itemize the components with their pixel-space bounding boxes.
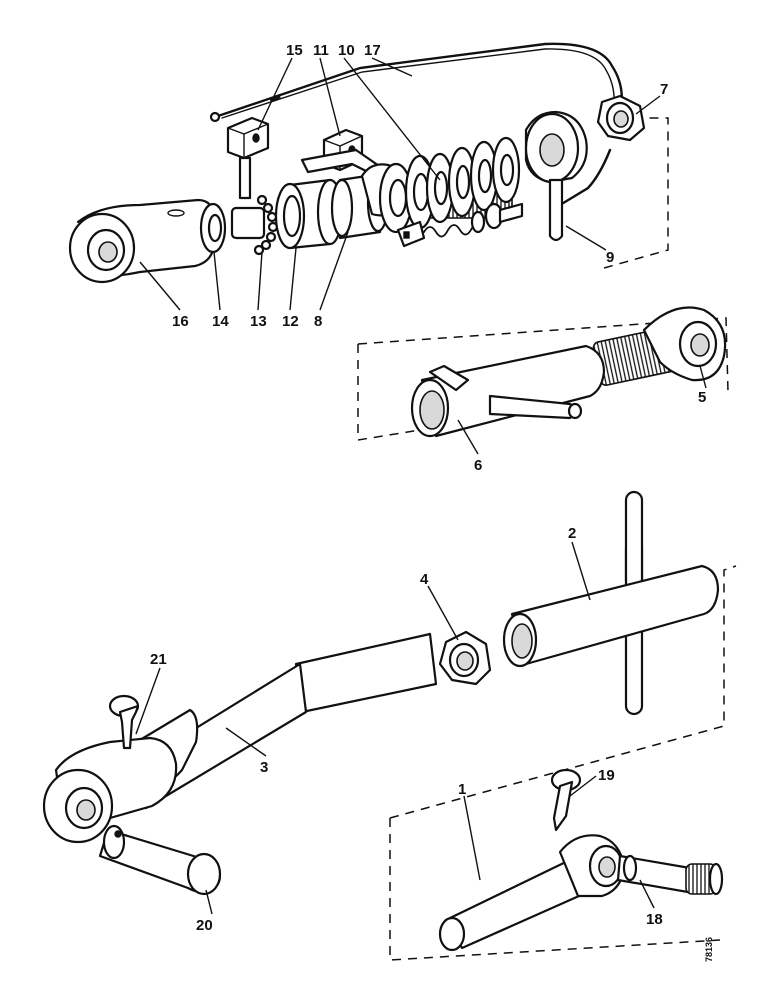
part-5-ball-end-threaded xyxy=(592,306,727,386)
label-6: 6 xyxy=(474,457,482,474)
leader-6 xyxy=(457,419,479,455)
part-12-bearing-housing xyxy=(274,178,344,250)
part-16-ball-end xyxy=(68,198,216,284)
label-15: 15 xyxy=(286,42,303,59)
label-12: 12 xyxy=(282,313,299,330)
part-14-washer xyxy=(199,202,227,254)
bottom-assembly xyxy=(42,490,737,961)
dashed-outline-middle xyxy=(357,317,729,441)
part-20-pin xyxy=(98,824,222,896)
middle-assembly xyxy=(357,306,729,455)
part-13-ball-race xyxy=(230,194,279,256)
part-15-block xyxy=(226,116,270,200)
part-4-nut xyxy=(438,630,492,686)
part-number-labels: 15 11 10 17 7 9 16 14 13 12 8 5 6 2 4 21… xyxy=(150,42,714,962)
part-7-nut xyxy=(596,94,646,142)
part-small-spring-clip xyxy=(396,202,524,248)
dashed-outline-top xyxy=(603,117,669,269)
part-6-tube-handle xyxy=(410,344,606,438)
label-4: 4 xyxy=(420,571,429,588)
bottom-leader-lines xyxy=(135,541,655,915)
part-21-clip-ring xyxy=(108,694,140,750)
label-20: 20 xyxy=(196,917,213,934)
part-3-main-bar xyxy=(42,632,438,844)
part-9-eye-bolt xyxy=(524,110,588,242)
label-14: 14 xyxy=(212,313,229,330)
label-18: 18 xyxy=(646,911,663,928)
label-11: 11 xyxy=(313,42,329,59)
label-7: 7 xyxy=(660,81,668,98)
label-13: 13 xyxy=(250,313,267,330)
label-17: 17 xyxy=(364,42,381,59)
label-21: 21 xyxy=(150,651,167,668)
dashed-outline-bottom xyxy=(389,565,737,961)
label-9: 9 xyxy=(606,249,614,266)
top-leader-lines xyxy=(139,57,661,311)
label-10: 10 xyxy=(338,42,355,59)
label-19: 19 xyxy=(598,767,615,784)
label-2: 2 xyxy=(568,525,576,542)
part-2-t-handle-tube xyxy=(502,490,720,716)
part-1-threaded-rod xyxy=(438,834,626,952)
part-10-spring xyxy=(378,136,521,234)
label-5: 5 xyxy=(698,389,706,406)
label-3: 3 xyxy=(260,759,268,776)
leader-5 xyxy=(699,365,707,389)
figure-reference: 78136 xyxy=(704,937,714,962)
part-18-threaded-pin xyxy=(616,854,724,896)
label-1: 1 xyxy=(458,781,466,798)
top-assembly xyxy=(68,42,669,311)
label-8: 8 xyxy=(314,313,322,330)
label-16: 16 xyxy=(172,313,189,330)
part-19-clip xyxy=(550,768,582,832)
